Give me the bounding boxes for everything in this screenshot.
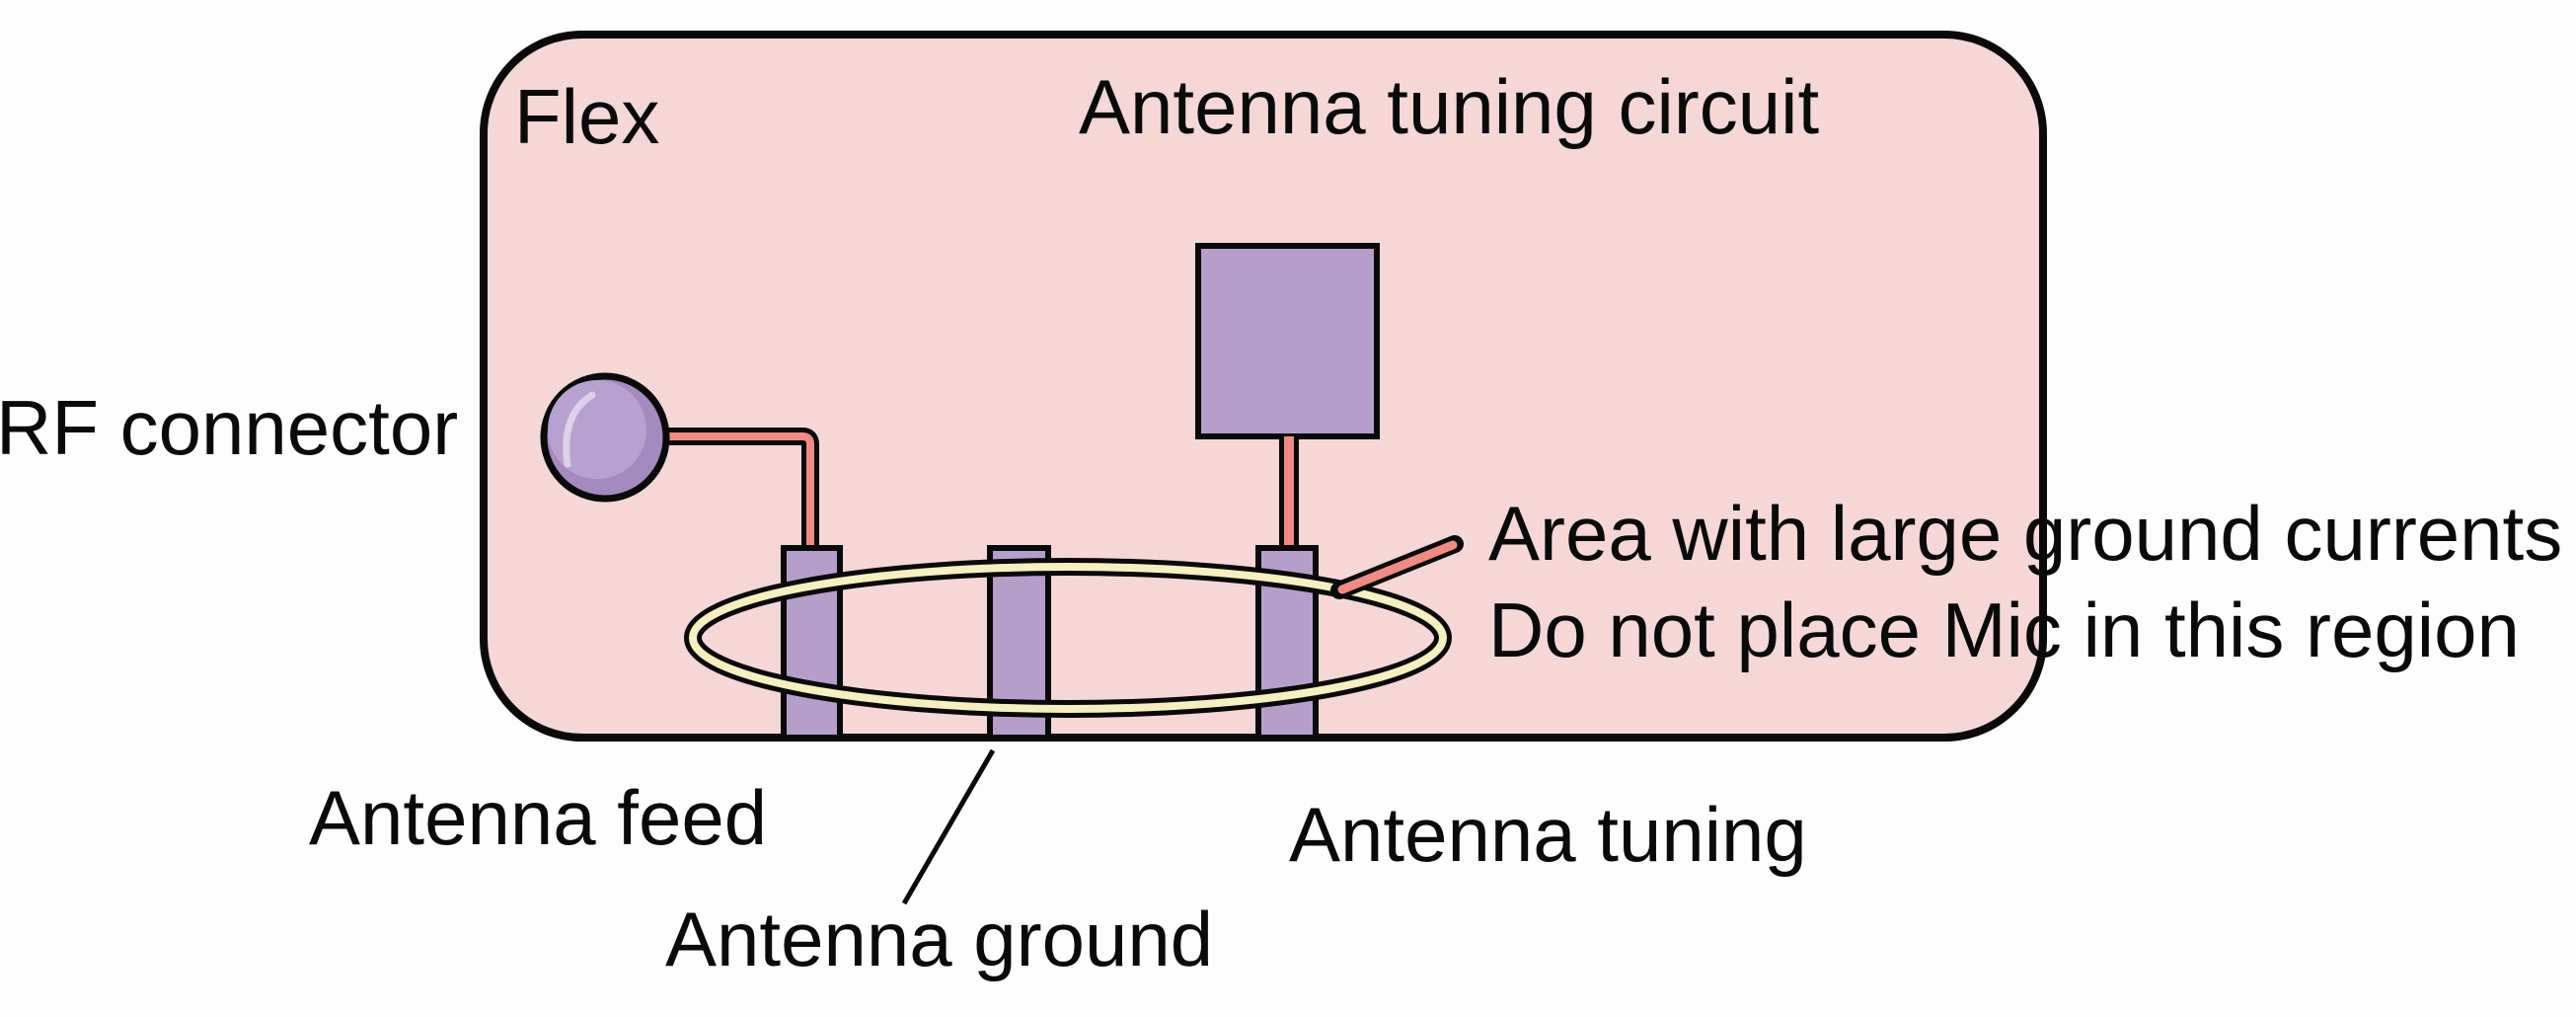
rf-connector-icon (540, 372, 670, 503)
tuning-circuit-component (1195, 243, 1380, 439)
rf-connector-label: RF connector (0, 384, 458, 471)
ground-pointer (901, 748, 996, 905)
warning-line-1: Area with large ground currents (1488, 490, 2562, 577)
warning-pointer-fill (1337, 540, 1458, 594)
antenna-feed-label: Antenna feed (309, 774, 767, 861)
ground-current-loop-fill (689, 563, 1447, 713)
feed-trace-fill (661, 432, 814, 548)
antenna-tuning-label: Antenna tuning (1289, 791, 1807, 878)
antenna-ground-label: Antenna ground (665, 896, 1213, 982)
flex-label: Flex (514, 73, 659, 160)
tuning-circuit-label: Antenna tuning circuit (1079, 63, 1819, 150)
warning-line-2: Do not place Mic in this region (1488, 587, 2520, 673)
